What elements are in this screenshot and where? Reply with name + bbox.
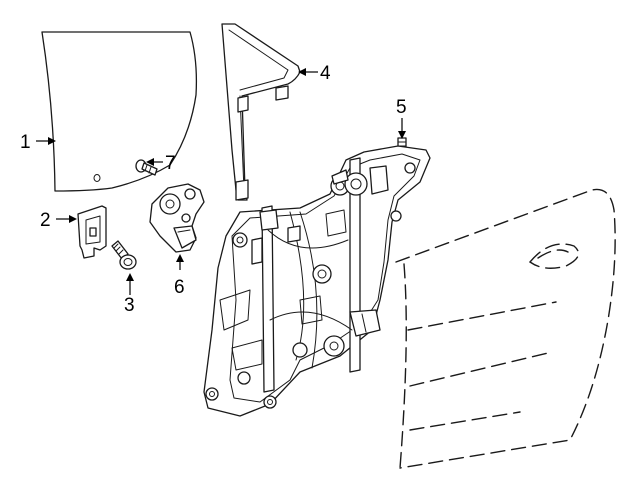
door-glass <box>41 31 198 192</box>
callout-labels: 1 2 3 4 5 6 7 <box>20 63 407 316</box>
callout-1: 1 <box>20 132 31 153</box>
callout-4: 4 <box>320 63 331 84</box>
motor-screw <box>135 159 158 176</box>
window-motor <box>149 183 205 253</box>
door-outline <box>395 188 616 469</box>
glass-bracket <box>77 205 107 259</box>
callout-3: 3 <box>124 295 135 316</box>
bolt <box>111 240 137 270</box>
quarter-glass <box>221 23 301 201</box>
callout-5: 5 <box>396 97 407 118</box>
callout-7: 7 <box>165 153 176 174</box>
leader-lines <box>36 68 406 295</box>
callout-6: 6 <box>174 277 185 298</box>
callout-2: 2 <box>40 210 51 231</box>
window-regulator <box>203 145 431 417</box>
